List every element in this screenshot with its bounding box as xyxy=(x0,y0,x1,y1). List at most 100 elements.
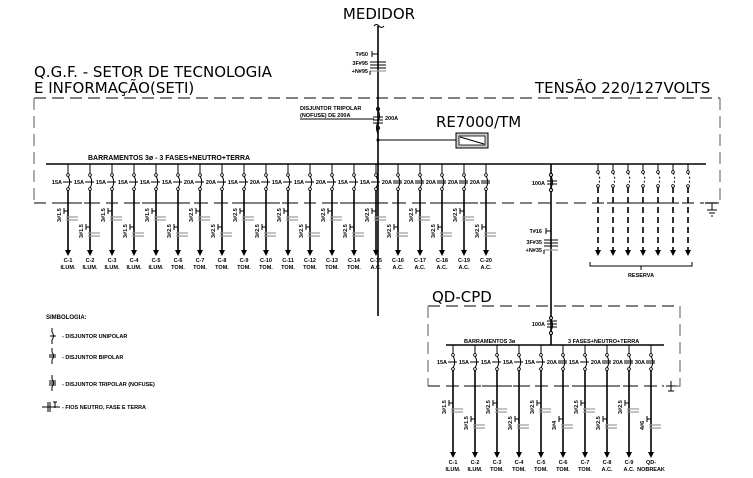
breaker-icon xyxy=(173,173,182,191)
legend-item-tripolar: - DISJUNTOR TRIPOLAR (NOFUSE) xyxy=(62,382,155,388)
main-breaker-rating: 200A xyxy=(385,116,398,122)
circuit-id: C-10 xyxy=(260,258,272,264)
breaker-rating: 15A xyxy=(569,360,579,366)
circuit-use: A.C. xyxy=(481,265,492,271)
breaker-rating: 15A xyxy=(74,180,84,186)
circuit-use: ILUM. xyxy=(105,265,120,271)
circuit-use: TOM. xyxy=(215,265,229,271)
wire-gauge: 3#1.5 xyxy=(442,400,448,414)
wire-symbol-icon xyxy=(107,208,122,221)
circuit-use: TOM. xyxy=(325,265,339,271)
main-panel-border-right xyxy=(704,98,721,204)
wire-gauge: 3#2.5 xyxy=(431,224,437,238)
breaker-rating: 20A xyxy=(206,180,216,186)
legend-item-wires: - FIOS NEUTRO, FASE E TERRA xyxy=(62,405,146,411)
wire-gauge: 3#2.5 xyxy=(167,224,173,238)
breaker-icon xyxy=(63,173,72,191)
main-panel-title-line2: E INFORMAÇÃO(SETI) xyxy=(34,78,194,97)
breaker-rating: 15A xyxy=(525,360,535,366)
breaker-rating: 15A xyxy=(96,180,106,186)
reserve-bracket xyxy=(589,262,693,270)
main-circuits-group: 15A3#1.5C-1ILUM.15A3#1.5C-2ILUM.15A3#1.5… xyxy=(52,164,496,271)
breaker-icon xyxy=(239,173,248,191)
wire-gauge: 3#1.5 xyxy=(79,224,85,238)
wire-symbol-icon xyxy=(173,224,188,237)
meter-tilde-icon xyxy=(373,24,385,28)
arrow-down-icon xyxy=(461,250,467,256)
wire-symbol-icon xyxy=(624,400,639,413)
breaker-rating: 15A xyxy=(481,360,491,366)
circuit-id: C-11 xyxy=(282,258,294,264)
wire-symbol-icon xyxy=(151,208,166,221)
sub-panel-border-right xyxy=(672,306,681,387)
circuit-use: ILUM. xyxy=(446,467,461,473)
wire-symbol-icon xyxy=(283,208,298,221)
arrow-down-icon xyxy=(450,452,456,458)
wire-gauge: 3#2.5 xyxy=(343,224,349,238)
breaker-rating: 15A xyxy=(162,180,172,186)
wire-gauge: 3#2.5 xyxy=(508,416,514,430)
arrow-down-icon xyxy=(610,250,616,256)
wire-symbol-icon xyxy=(129,224,144,237)
arrow-down-icon xyxy=(595,250,601,256)
sub-busbar-label-right: 3 FASES+NEUTRO+TERRA xyxy=(568,339,639,345)
breaker-rating: 20A xyxy=(382,180,392,186)
wire-gauge: 3#2.5 xyxy=(486,400,492,414)
main-breaker-note-2: (NOFUSE) DE 200A xyxy=(300,113,350,119)
arrow-down-icon xyxy=(625,250,631,256)
wire-gauge: 3#2.5 xyxy=(277,208,283,222)
breaker-rating: 15A xyxy=(360,180,370,186)
reserve-circuit xyxy=(652,164,664,256)
wire-symbol-icon xyxy=(558,416,573,429)
circuit-use: TOM. xyxy=(237,265,251,271)
arrow-down-icon xyxy=(87,250,93,256)
wire-gauge: 3#2.5 xyxy=(618,400,624,414)
circuit-use: TOM. xyxy=(193,265,207,271)
breaker-rating: 15A xyxy=(52,180,62,186)
circuit-use: TOM. xyxy=(281,265,295,271)
arrow-down-icon xyxy=(329,250,335,256)
breaker-rating: 20A xyxy=(448,180,458,186)
circuit-id: C-14 xyxy=(348,258,361,264)
breaker-rating: 20A xyxy=(184,180,194,186)
breaker-rating: 20A xyxy=(547,360,557,366)
circuit-id: C-9 xyxy=(240,258,249,264)
circuit-use: TOM. xyxy=(556,467,570,473)
wire-gauge: 3#2.5 xyxy=(299,224,305,238)
meter-wire-n: +N#95 xyxy=(352,69,368,75)
arrow-down-icon xyxy=(65,250,71,256)
wire-gauge: 3#2.5 xyxy=(255,224,261,238)
breaker-icon xyxy=(151,173,160,191)
breaker-icon xyxy=(470,353,479,371)
reserve-circuit xyxy=(637,164,649,256)
wire-gauge: 3#2.5 xyxy=(189,208,195,222)
breaker-rating: 15A xyxy=(140,180,150,186)
arrow-down-icon xyxy=(538,452,544,458)
wire-gauge: 3#2.5 xyxy=(233,208,239,222)
main-busbar-label: BARRAMENTOS 3ø - 3 FASES+NEUTRO+TERRA xyxy=(88,155,250,162)
arrow-down-icon xyxy=(219,250,225,256)
circuit-id: C-2 xyxy=(86,258,95,264)
breaker-icon xyxy=(481,173,490,191)
circuit-use: ILUM. xyxy=(149,265,164,271)
breaker-icon xyxy=(349,173,358,191)
breaker-icon xyxy=(415,173,424,191)
wire-symbol-icon xyxy=(646,416,661,429)
arrow-down-icon xyxy=(109,250,115,256)
circuit-use: TOM. xyxy=(578,467,592,473)
wire-symbol-icon xyxy=(492,400,507,413)
wire-gauge: 3#1.5 xyxy=(57,208,63,222)
